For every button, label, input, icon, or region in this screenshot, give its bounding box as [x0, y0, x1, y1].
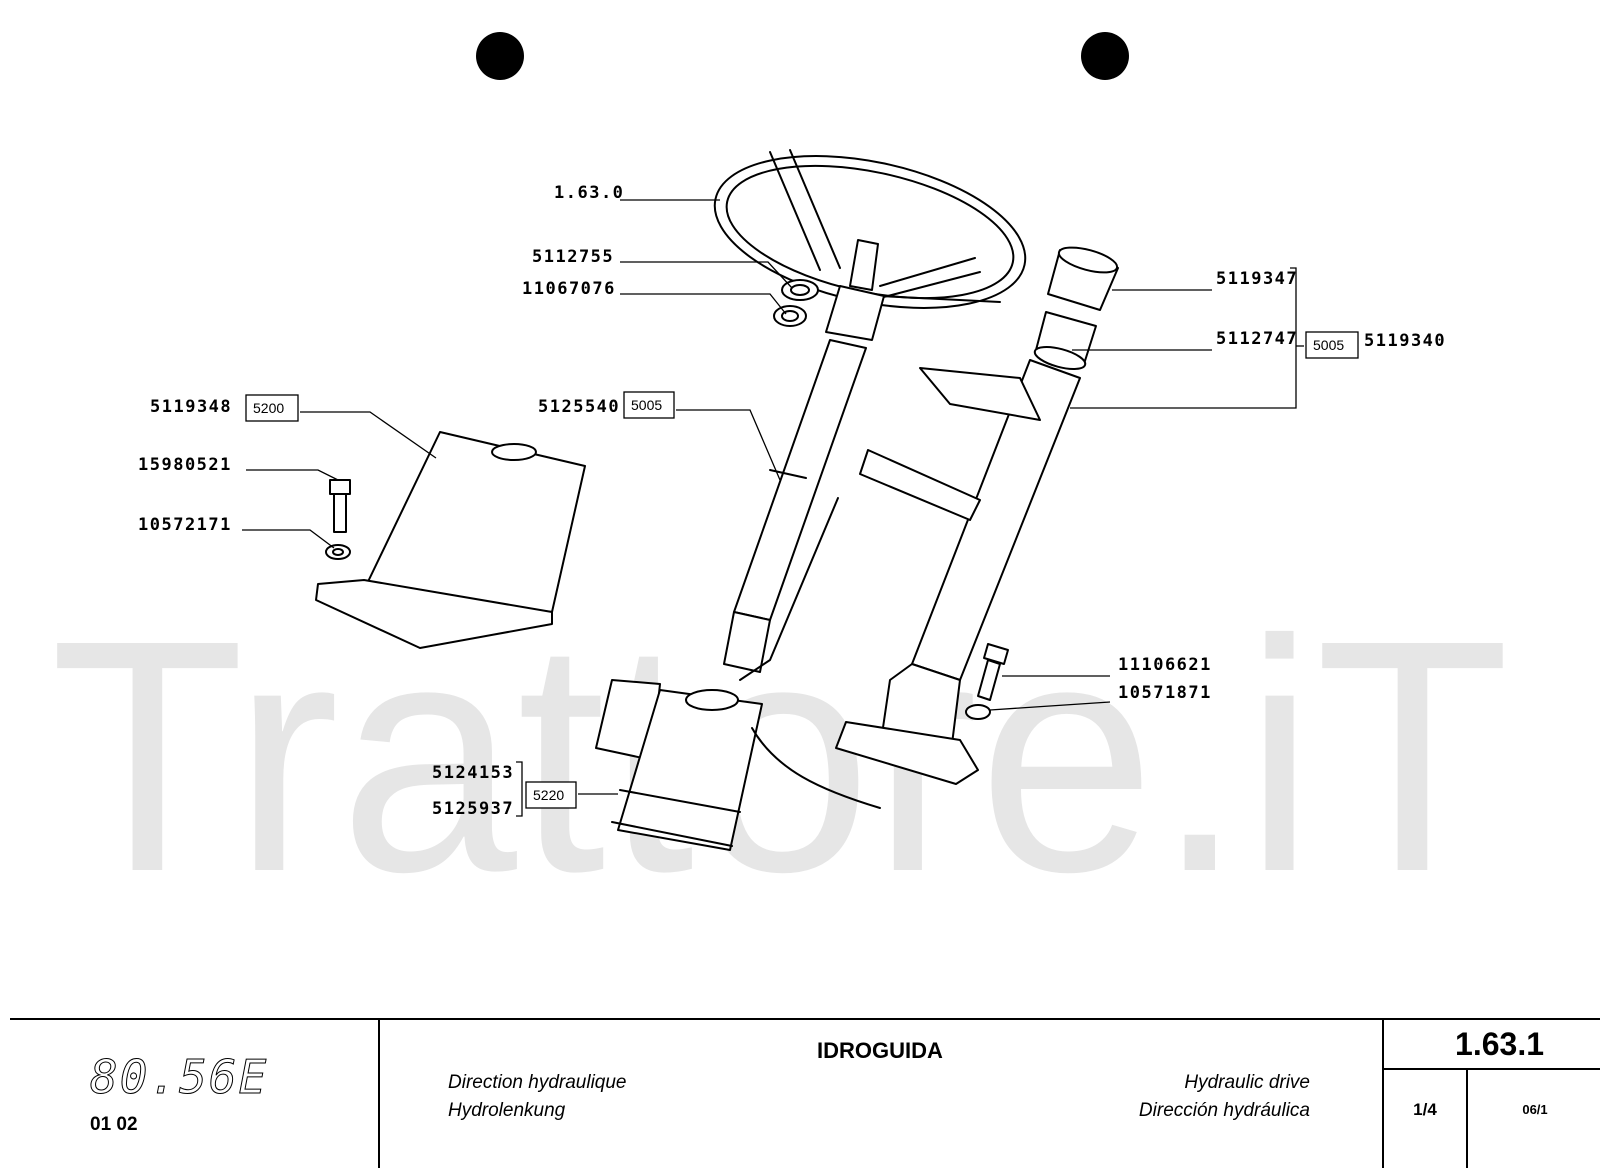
group-box-assembly [1305, 331, 1359, 359]
label-steering-unit-a: 5124153 [432, 763, 514, 783]
nut-drawing [781, 279, 819, 301]
model-variants: 01 02 [90, 1114, 138, 1135]
label-steering-unit-b: 5125937 [432, 799, 514, 819]
label-assembly: 5119340 [1364, 331, 1446, 351]
steering-unit-drawing [595, 679, 763, 851]
label-nut: 5112755 [532, 247, 614, 267]
model-cell: 80.56E 01 02 [10, 1020, 380, 1168]
date-code: 06/1 [1522, 1102, 1548, 1117]
title-english: Hydraulic drive [1184, 1072, 1310, 1093]
watermark: Trattore.iT [50, 571, 1510, 940]
title-block: 80.56E 01 02 IDROGUIDA Direction hydraul… [10, 1018, 1600, 1168]
model-code: 80.56E [89, 1050, 269, 1105]
label-steering-wheel: 1.63.0 [554, 183, 624, 203]
column-tube-drawing [835, 359, 1081, 785]
group-label-assembly: 5005 [1313, 337, 1344, 353]
label-column-shaft: 5125540 [538, 397, 620, 417]
punch-hole-left [476, 32, 524, 80]
group-label-steering-unit: 5220 [533, 787, 564, 803]
label-washer-c: 10571871 [1118, 683, 1212, 703]
title-french: Direction hydraulique [448, 1072, 627, 1093]
group-box-steering-unit [525, 781, 577, 809]
reference-cell: 1.63.1 1/4 06/1 [1382, 1020, 1600, 1168]
washer-b-drawing [325, 544, 351, 560]
bolt-b-drawing [977, 643, 1009, 701]
title-spanish: Dirección hydráulica [1138, 1100, 1310, 1121]
steering-wheel-drawing [713, 149, 1027, 309]
punch-hole-right [1081, 32, 1129, 80]
group-label-support-bracket: 5200 [253, 400, 284, 416]
label-washer-a: 11067076 [522, 279, 616, 299]
group-box-column-shaft [623, 391, 675, 419]
bearing-drawing [1033, 311, 1097, 370]
bolt-a-drawing [329, 479, 351, 533]
page-title: IDROGUIDA [817, 1038, 943, 1063]
washer-c-drawing [965, 704, 991, 720]
label-bolt-a: 15980521 [138, 455, 232, 475]
title-cell: IDROGUIDA Direction hydraulique Hydrolen… [380, 1020, 1380, 1168]
sheet-number: 1/4 [1384, 1070, 1468, 1168]
support-bracket-drawing [315, 431, 586, 649]
label-bolt-b: 11106621 [1118, 655, 1212, 675]
group-box-support-bracket [245, 394, 299, 422]
title-german: Hydrolenkung [448, 1100, 566, 1121]
label-support-bracket: 5119348 [150, 397, 232, 417]
column-shaft-drawing [723, 239, 885, 673]
page-reference: 1.63.1 [1384, 1020, 1600, 1070]
washer-drawing [773, 305, 807, 327]
label-bearing: 5112747 [1216, 329, 1298, 349]
parts-diagram: Trattore.iT [50, 32, 1510, 940]
label-washer-b: 10572171 [138, 515, 232, 535]
group-label-column-shaft: 5005 [631, 397, 662, 413]
label-cap: 5119347 [1216, 269, 1298, 289]
cap-drawing [1047, 246, 1119, 311]
